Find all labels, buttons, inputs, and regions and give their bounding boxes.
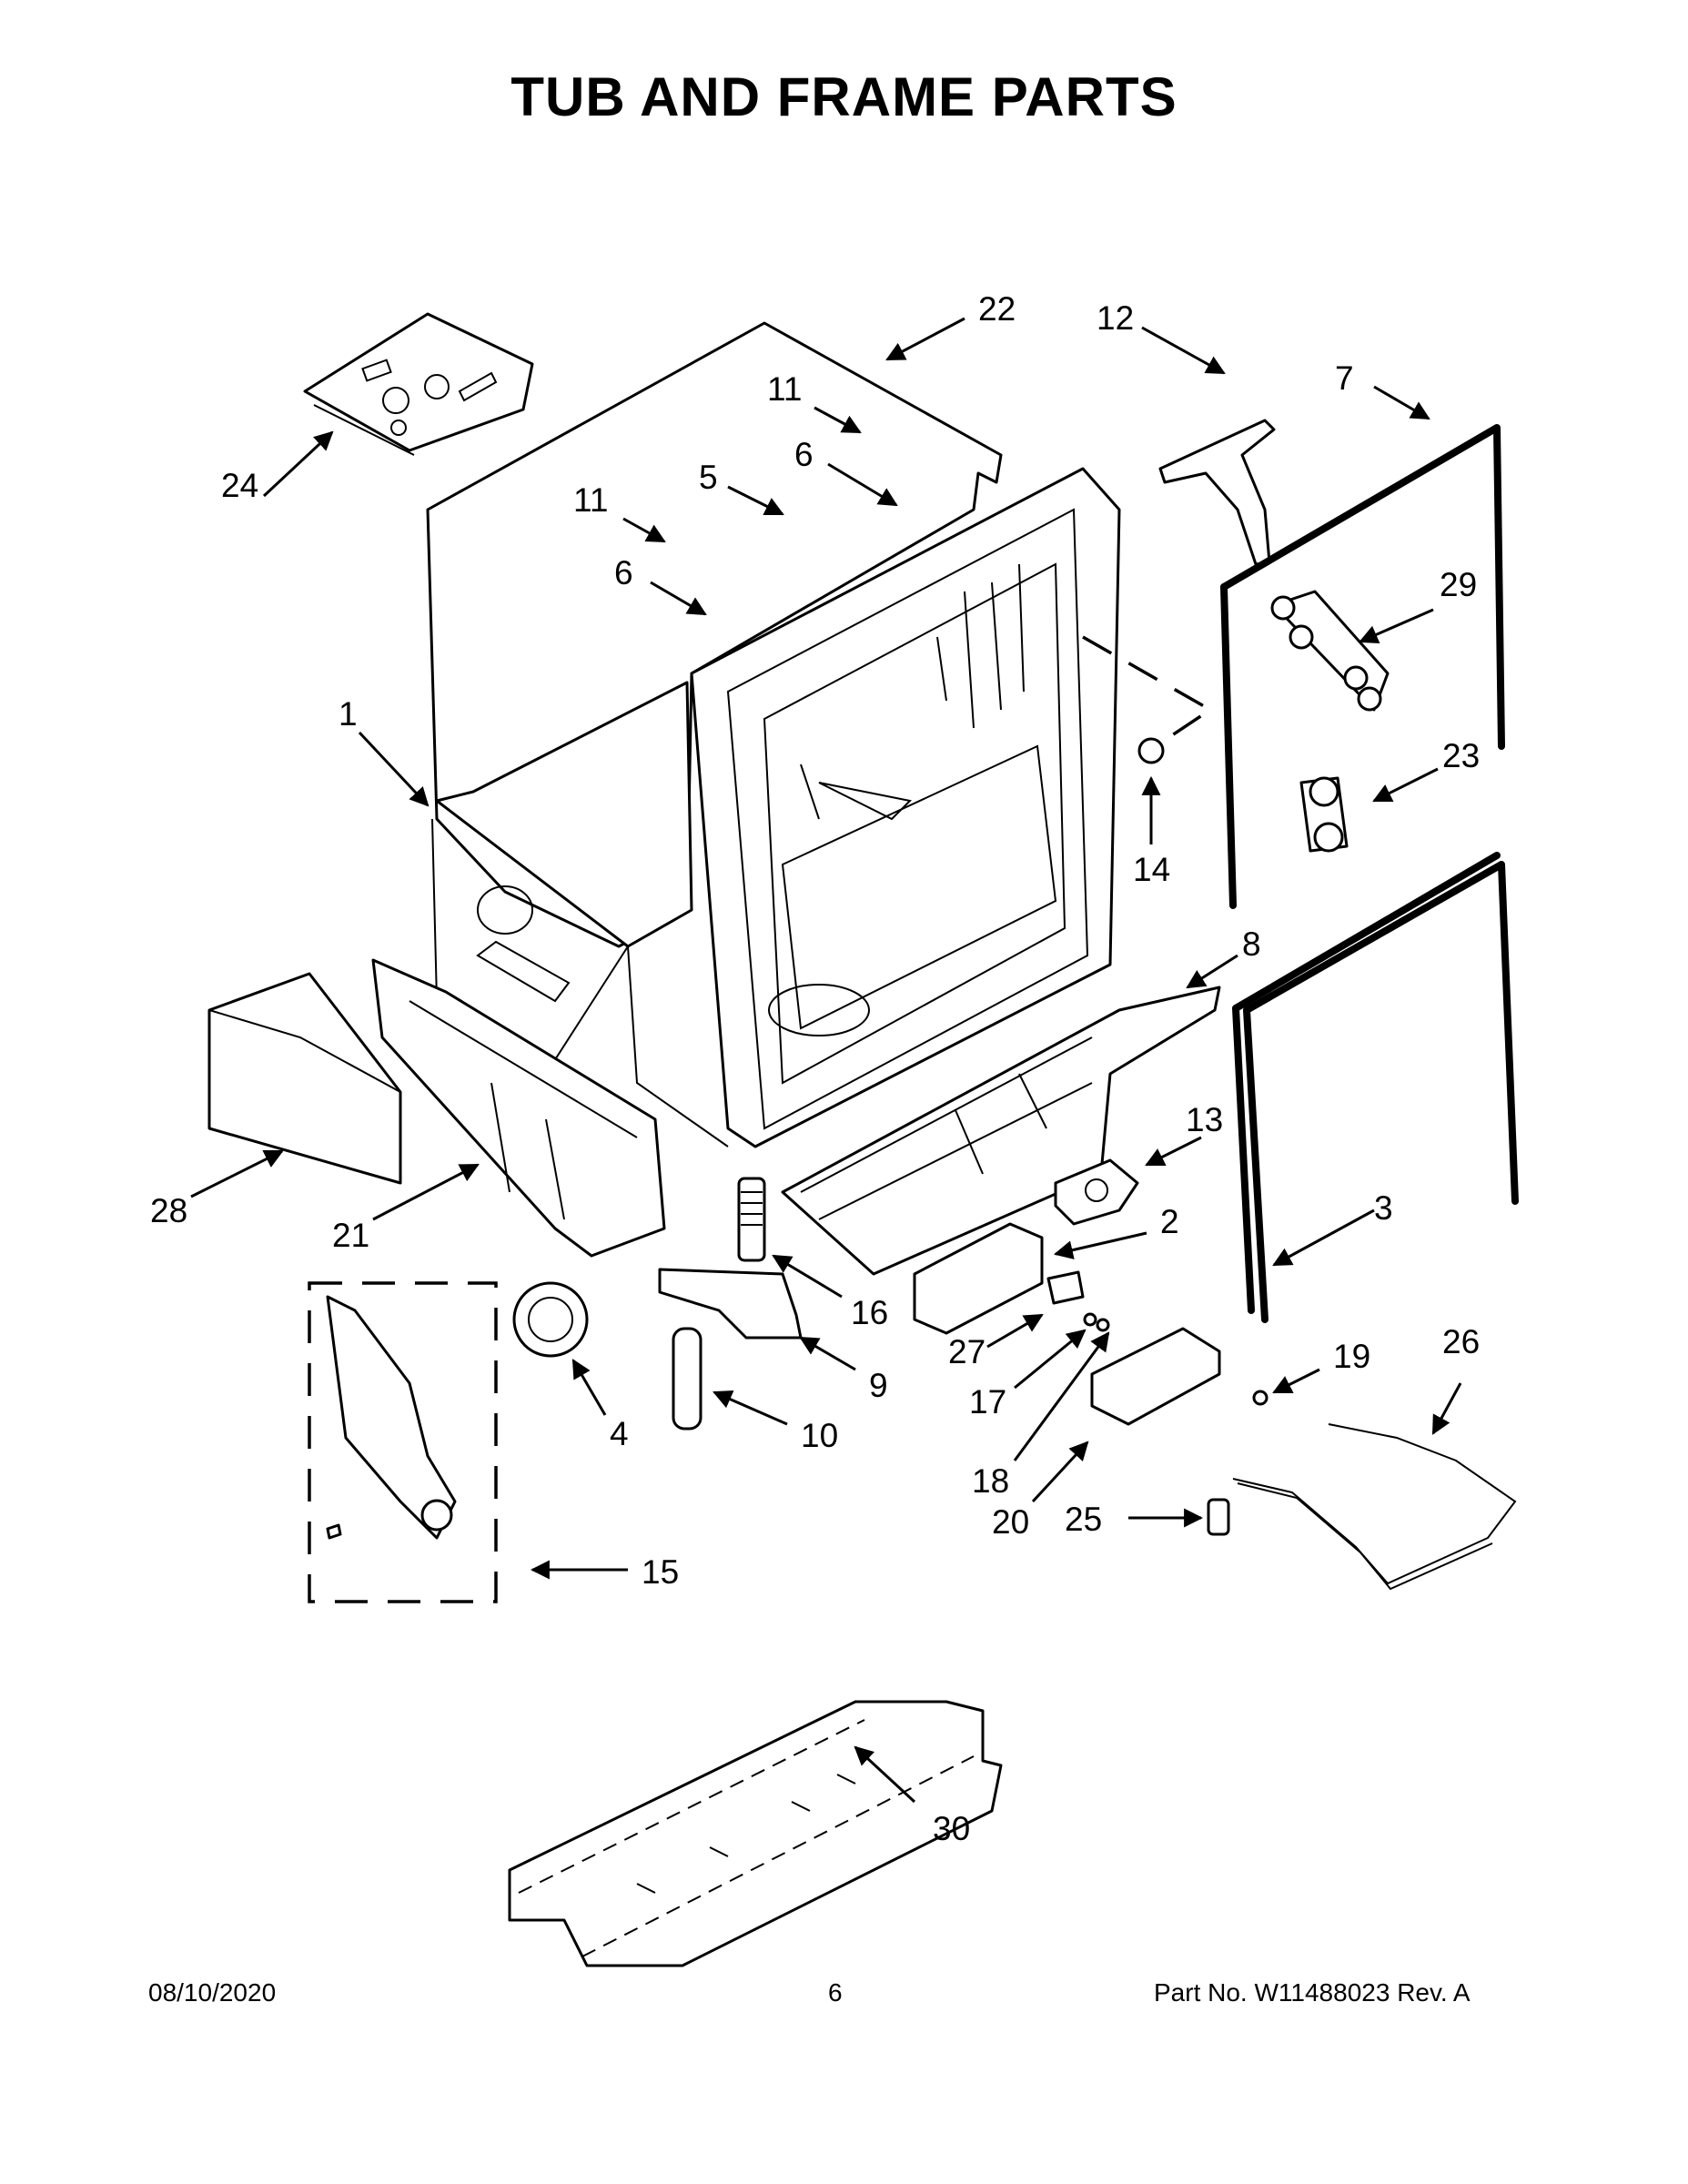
insulation-block-part <box>207 972 402 1185</box>
callout-10: 10 <box>801 1417 838 1454</box>
callout-8: 8 <box>1242 925 1261 963</box>
bracket-part <box>1054 1158 1139 1226</box>
callout-6: 6 <box>794 436 814 473</box>
hardware-bag-part <box>303 312 534 456</box>
filter-part-25 <box>1207 1498 1230 1536</box>
hinge-cover-part <box>1158 419 1276 566</box>
callout-23: 23 <box>1442 737 1480 774</box>
wire-harness-part <box>1232 1423 1517 1591</box>
callout-26: 26 <box>1442 1323 1480 1360</box>
callout-7: 7 <box>1335 359 1354 397</box>
callout-13: 13 <box>1186 1101 1223 1138</box>
callout-20: 20 <box>992 1503 1029 1541</box>
callout-1: 1 <box>339 695 358 733</box>
side-gasket-part <box>1220 424 1505 909</box>
callout-17: 17 <box>969 1383 1006 1421</box>
screw-part-17-18 <box>1083 1312 1110 1332</box>
tub-assembly-part <box>426 321 1121 1148</box>
callout-16: 16 <box>851 1294 888 1331</box>
callout-24: 24 <box>221 467 258 504</box>
electronic-control-part <box>1090 1327 1221 1426</box>
callout-9: 9 <box>869 1367 888 1404</box>
callout-28: 28 <box>150 1192 187 1229</box>
callout-11b: 11 <box>573 481 608 519</box>
plug-part <box>1082 635 1214 764</box>
callout-12: 12 <box>1097 299 1134 337</box>
callout-11: 11 <box>767 370 802 408</box>
footer-page-number: 6 <box>828 1978 843 2007</box>
callout-2: 2 <box>1160 1203 1179 1240</box>
callout-3: 3 <box>1374 1189 1393 1227</box>
door-gasket-part <box>1232 852 1519 1323</box>
callout-4: 4 <box>610 1415 629 1452</box>
fan-part <box>512 1281 589 1358</box>
base-frame-part <box>781 986 1221 1276</box>
page-title: TUB AND FRAME PARTS <box>510 66 1178 127</box>
clip-part <box>1046 1270 1085 1305</box>
sump-base-part <box>658 1268 803 1340</box>
callout-30: 30 <box>933 1810 970 1847</box>
wheel-assembly-part <box>1299 776 1349 853</box>
callout-22: 22 <box>978 290 1016 328</box>
leader-arrows <box>190 317 1462 1804</box>
callout-27: 27 <box>948 1333 986 1370</box>
bracket-assembly-part <box>913 1222 1044 1335</box>
callout-labels: 22 12 7 11 24 5 6 11 6 29 1 23 14 8 13 2… <box>150 290 1480 1847</box>
dishrack-wheel-part <box>1270 590 1390 712</box>
callout-25: 25 <box>1065 1501 1102 1538</box>
leveling-leg-part <box>737 1177 766 1262</box>
callout-18: 18 <box>972 1462 1009 1500</box>
callout-15: 15 <box>642 1553 679 1591</box>
callout-29: 29 <box>1440 566 1477 603</box>
tube-part <box>672 1327 702 1431</box>
footer-part-number: Part No. W11488023 Rev. A <box>1154 1978 1471 2007</box>
screw-part-19 <box>1252 1390 1269 1406</box>
callout-19: 19 <box>1333 1338 1370 1375</box>
base-pad-part <box>508 1700 1003 1967</box>
footer-date: 08/10/2020 <box>148 1978 277 2007</box>
component-group-15 <box>308 1281 498 1603</box>
base-front-part <box>371 958 666 1258</box>
callout-21: 21 <box>332 1217 369 1254</box>
callout-14: 14 <box>1133 851 1170 888</box>
callout-5: 5 <box>699 459 718 496</box>
callout-6b: 6 <box>614 554 633 592</box>
